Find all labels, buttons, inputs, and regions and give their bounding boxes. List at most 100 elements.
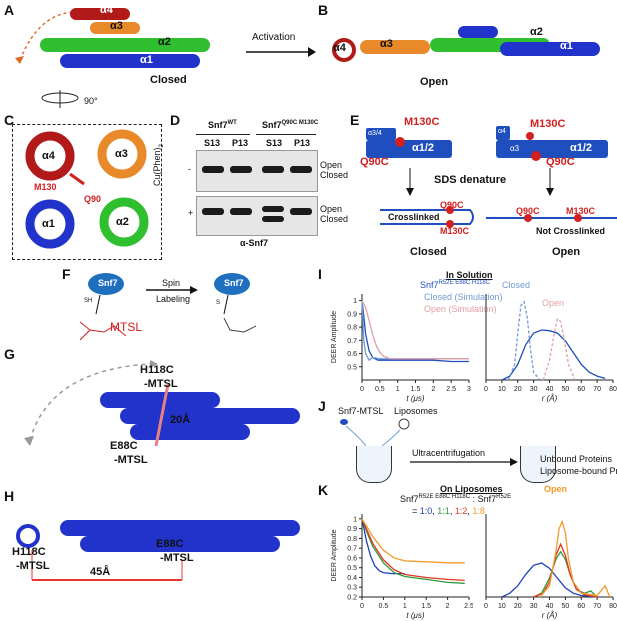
d-row-plus: + <box>188 208 194 218</box>
d-band-open-1: Open <box>320 160 343 170</box>
c-mut-q90: Q90 <box>84 194 102 204</box>
x-tick-label: 80 <box>609 386 617 393</box>
d-band-bot-3b <box>262 216 284 222</box>
d-band-closed-2: Closed <box>320 214 349 224</box>
panel-letter-i: I <box>318 266 322 282</box>
x-tick-label: 10 <box>498 386 506 393</box>
h-distance: 45Å <box>90 566 111 578</box>
j-tube-before <box>356 446 392 483</box>
c-mut-m130: M130 <box>34 182 57 192</box>
activation-label: Activation <box>252 32 296 43</box>
k-title: On Liposomes <box>440 484 503 494</box>
series-line <box>361 300 469 362</box>
d-antibody: α-Snf7 <box>240 238 269 248</box>
panel-b-structure <box>332 26 600 62</box>
series-line <box>361 518 465 564</box>
x-tick-label: 30 <box>530 386 538 393</box>
j-ultracentrifugation: Ultracentrifugation <box>412 448 486 458</box>
x-axis-label: t (μs) <box>406 394 424 403</box>
series-line <box>533 550 598 598</box>
d-side-label: Cu(Phen)2 <box>152 144 165 186</box>
d-band-top-2 <box>230 166 252 173</box>
activation-arrow-icon <box>246 47 316 57</box>
x-tick-label: 50 <box>561 386 569 393</box>
y-tick-label: 0.7 <box>347 546 357 553</box>
panel-e-schematic <box>366 126 617 228</box>
x-tick-label: 0.5 <box>379 603 389 610</box>
i-legend-3: Open (Simulation) <box>424 304 497 314</box>
x-axis-label: t (μs) <box>406 611 424 620</box>
k-legend-line: Snf7R52E E88C H118C : Snf7R52E <box>400 494 512 504</box>
e-right-helix-3: α3 <box>510 144 520 153</box>
series-line <box>361 518 465 582</box>
e-caption-open: Open <box>552 246 581 258</box>
h-site-h118c: H118C <box>12 546 46 558</box>
e-left-helix-12: α1/2 <box>412 142 435 154</box>
panel-f-schematic <box>80 273 257 341</box>
series-line <box>361 518 405 575</box>
d-band-closed-1: Closed <box>320 170 349 180</box>
x-axis-label: r (Å) <box>542 394 558 403</box>
x-tick-label: 0 <box>484 603 488 610</box>
x-tick-label: 20 <box>514 386 522 393</box>
g-site-e88c: E88C <box>110 440 138 452</box>
x-tick-label: 50 <box>561 603 569 610</box>
f-thiol-sh: SH <box>84 298 93 304</box>
panel-g-structure <box>24 360 300 447</box>
f-step-line-2: Labeling <box>156 294 191 304</box>
e-right-bottom-q90c: Q90C <box>516 206 540 216</box>
x-tick-label: 70 <box>593 603 601 610</box>
panel-letter-a: A <box>4 2 15 18</box>
e-right-q90c: Q90C <box>546 156 575 168</box>
d-lane-1: S13 <box>204 138 221 148</box>
y-tick-label: 0.8 <box>347 325 357 332</box>
x-tick-label: 30 <box>530 603 538 610</box>
panel-letter-h: H <box>4 488 15 504</box>
e-crosslinked: Crosslinked <box>388 212 440 222</box>
y-tick-label: 0.5 <box>347 364 357 371</box>
y-tick-label: 0.9 <box>347 311 357 318</box>
d-lane-4: P13 <box>294 138 311 148</box>
x-tick-label: 0 <box>360 386 364 393</box>
panel-h-structure <box>16 520 300 581</box>
x-tick-label: 0 <box>484 386 488 393</box>
y-tick-label: 0.2 <box>347 595 357 602</box>
y-axis-label: DEER Amplitude <box>331 529 338 581</box>
y-tick-label: 0.6 <box>347 351 357 358</box>
j-unbound: Unbound Proteins <box>540 454 613 464</box>
c-helix-1: α1 <box>42 218 55 230</box>
e-caption-closed: Closed <box>410 246 447 258</box>
series-line <box>542 317 576 381</box>
d-lane-2: P13 <box>232 138 249 148</box>
panel-letter-b: B <box>318 2 329 18</box>
h-site-e88c: E88C <box>156 538 184 550</box>
x-tick-label: 60 <box>577 603 585 610</box>
d-group-line-2 <box>256 134 316 135</box>
panel-j-schematic <box>340 418 518 466</box>
x-tick-label: 0 <box>360 603 364 610</box>
e-not-crosslinked: Not Crosslinked <box>536 226 606 236</box>
b-helix-3: α3 <box>380 38 393 50</box>
g-site-h118c: H118C <box>140 364 174 376</box>
panel-c-box <box>12 124 162 260</box>
series-line <box>501 562 598 598</box>
k-ratio-2: 1:1 <box>437 506 450 516</box>
panel-letter-d: D <box>170 112 181 128</box>
y-tick-label: 0.8 <box>347 536 357 543</box>
series-line <box>361 300 469 363</box>
i-title: In Solution <box>446 270 493 280</box>
x-tick-label: 40 <box>546 603 554 610</box>
series-line <box>501 329 606 381</box>
b-helix-4: α4 <box>333 42 346 54</box>
j-tube-after <box>520 446 556 483</box>
a-helix-1: α1 <box>140 54 153 66</box>
d-band-bot-2 <box>230 208 252 215</box>
b-helix-1: α1 <box>560 40 573 52</box>
x-tick-label: 10 <box>498 603 506 610</box>
x-tick-label: 3 <box>467 386 471 393</box>
d-gel-bottom <box>196 196 318 236</box>
g-site-e88c-mtsl: -MTSL <box>114 454 148 466</box>
